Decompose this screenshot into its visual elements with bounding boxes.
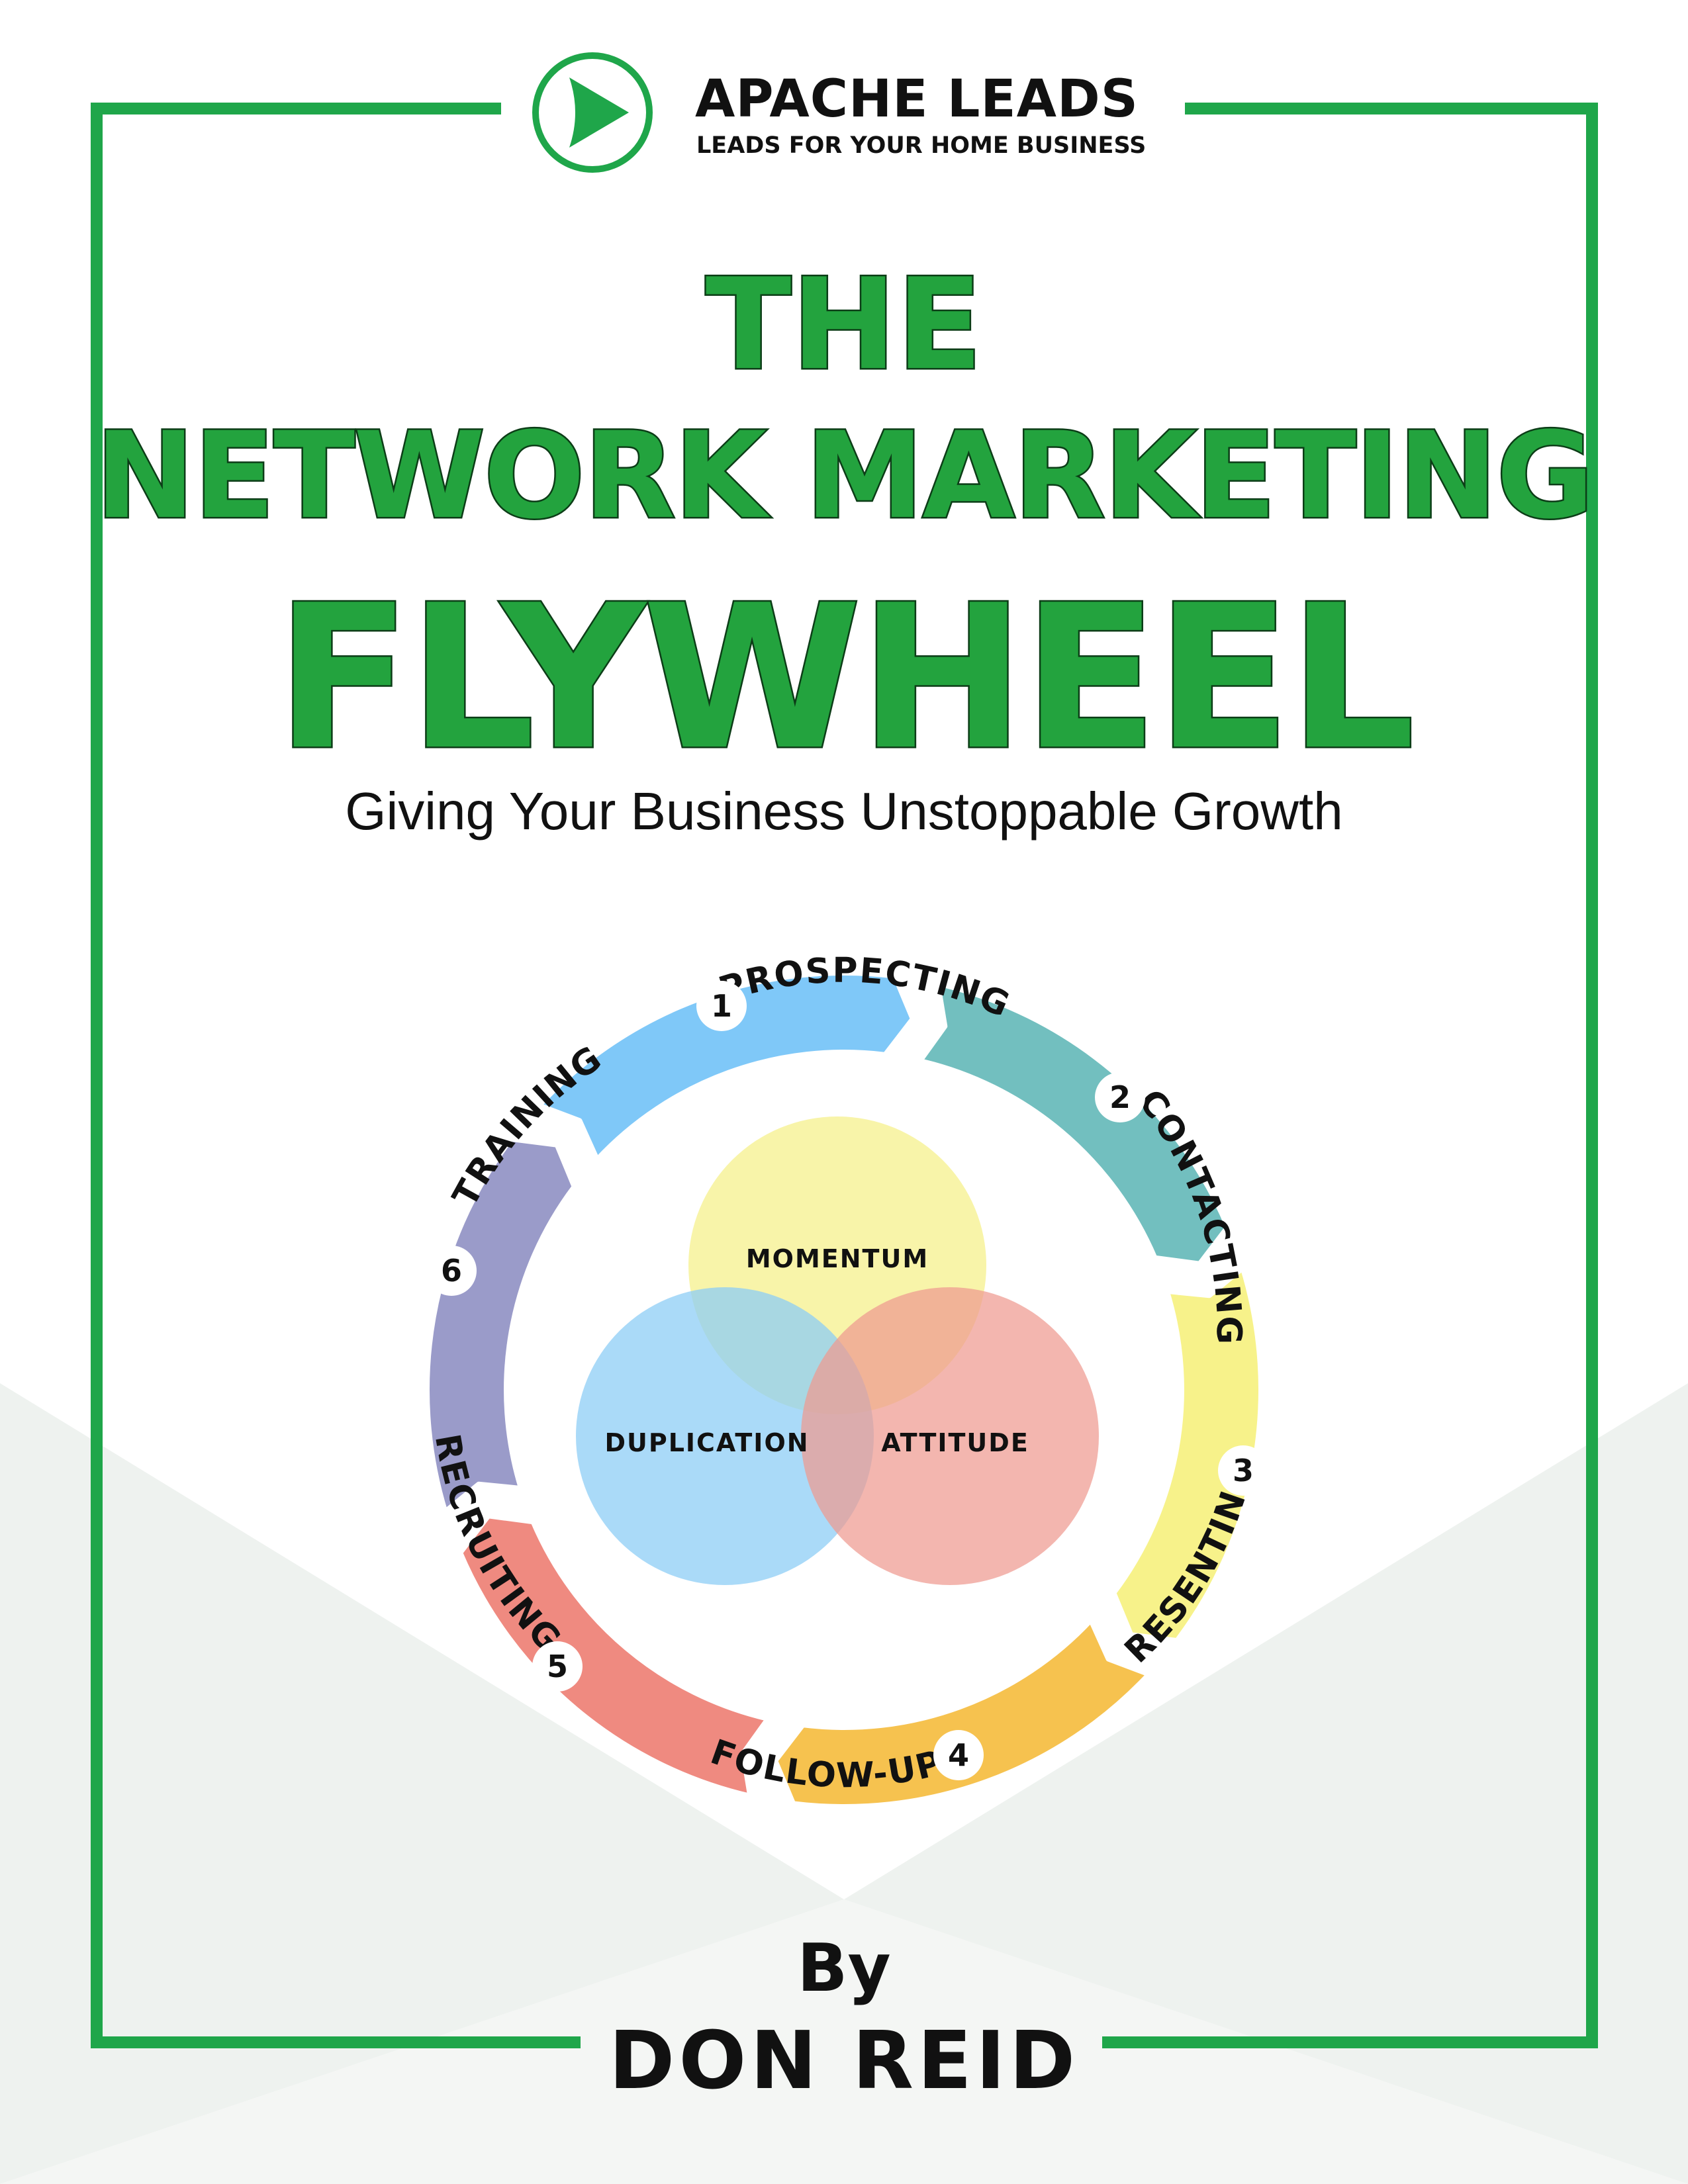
venn-label-duplication: DUPLICATION [604,1428,809,1457]
frame-top-left [91,103,501,114]
venn-label-attitude: ATTITUDE [881,1428,1029,1457]
title-line-2: NETWORK MARKETING [93,406,1595,547]
frame-top-right [1185,103,1598,114]
segment-contacting [917,981,1231,1267]
flywheel-segments [424,970,1264,1809]
title-line-1: THE [704,250,984,400]
step-badge-4: 4 [933,1730,984,1780]
venn-label-momentum: MOMENTUM [746,1244,929,1273]
step-badge-5: 5 [532,1641,583,1692]
brand-logo: APACHE LEADS LEADS FOR YOUR HOME BUSINES… [530,50,1152,182]
byline-by: By [797,1929,891,2007]
play-circle-icon [532,52,653,173]
frame-bottom-left [91,2036,581,2048]
frame-left [91,103,103,2048]
frame-bottom-right [1102,2036,1598,2048]
segment-training [424,1136,577,1515]
svg-text:1: 1 [711,988,732,1024]
segment-prospecting [536,970,915,1163]
svg-text:3: 3 [1233,1453,1254,1488]
step-badge-3: 3 [1218,1445,1268,1496]
step-badge-6: 6 [426,1246,477,1296]
svg-text:6: 6 [441,1253,462,1289]
step-badge-2: 2 [1095,1072,1145,1122]
svg-text:5: 5 [547,1649,568,1684]
brand-tagline: LEADS FOR YOUR HOME BUSINESS [696,132,1147,159]
venn-circle-attitude [801,1287,1099,1585]
svg-text:2: 2 [1109,1079,1131,1115]
subtitle: Giving Your Business Unstoppable Growth [345,782,1343,841]
segment-recruiting [457,1513,771,1799]
author-name: DON REID [608,2015,1080,2107]
segment-presenting [1111,1265,1264,1644]
step-badge-1: 1 [696,981,747,1031]
venn-circle-duplication [576,1287,874,1585]
brand-name: APACHE LEADS [695,69,1139,129]
segment-follow-up [773,1617,1152,1809]
title-line-3: FLYWHEEL [274,561,1417,796]
venn-diagram: MOMENTUM DUPLICATION ATTITUDE [576,1116,1099,1585]
frame-right [1586,103,1598,2048]
svg-text:4: 4 [948,1737,969,1773]
